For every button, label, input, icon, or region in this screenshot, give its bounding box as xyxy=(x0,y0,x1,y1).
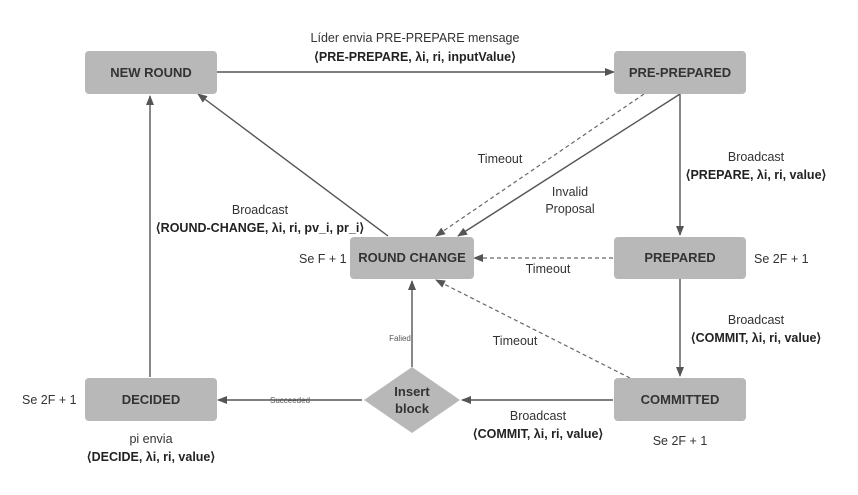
label-decide-message: ⟨DECIDE, λi, ri, value⟩ xyxy=(87,450,216,464)
label-prepare-message: ⟨PREPARE, λi, ri, value⟩ xyxy=(686,168,827,182)
node-round-change: ROUND CHANGE xyxy=(350,237,474,279)
node-pre-prepared-label: PRE-PREPARED xyxy=(629,65,731,80)
label-pre-prepare-message: ⟨PRE-PREPARE, λi, ri, inputValue⟩ xyxy=(314,50,516,64)
label-timeout-committed: Timeout xyxy=(493,334,538,348)
edge-pre-prepared-invalid-proposal xyxy=(457,93,681,237)
label-prepare-broadcast: Broadcast xyxy=(728,150,785,164)
label-succeeded: Succeeded xyxy=(270,396,310,405)
node-insert-block-label-line2: block xyxy=(395,401,430,416)
label-round-change-message: ⟨ROUND-CHANGE, λi, ri, pv_i, pr_i⟩ xyxy=(156,221,365,235)
label-round-change-broadcast: Broadcast xyxy=(232,203,289,217)
condition-decided: Se 2F + 1 xyxy=(22,393,77,407)
node-insert-block: Insert block xyxy=(364,367,460,433)
label-leader-sends: Líder envia PRE-PREPARE mensage xyxy=(311,31,520,45)
node-committed: COMMITTED xyxy=(614,378,746,421)
node-committed-label: COMMITTED xyxy=(641,392,720,407)
label-timeout-prepared: Timeout xyxy=(526,262,571,276)
label-commit-broadcast-right: Broadcast xyxy=(728,313,785,327)
label-pi-sends: pi envia xyxy=(129,432,172,446)
edge-pre-prepared-timeout xyxy=(435,93,645,237)
edge-committed-timeout xyxy=(435,279,631,379)
condition-prepared: Se 2F + 1 xyxy=(754,252,809,266)
node-new-round-label: NEW ROUND xyxy=(110,65,192,80)
node-pre-prepared: PRE-PREPARED xyxy=(614,51,746,94)
edge-round-change-to-new-round xyxy=(197,93,389,237)
label-proposal: Proposal xyxy=(545,202,594,216)
label-commit-message-right: ⟨COMMIT, λi, ri, value⟩ xyxy=(691,331,822,345)
condition-round-change: Se F + 1 xyxy=(299,252,347,266)
label-timeout-pre-prepared: Timeout xyxy=(478,152,523,166)
condition-committed: Se 2F + 1 xyxy=(653,434,708,448)
node-decided-label: DECIDED xyxy=(122,392,181,407)
label-commit-broadcast-bottom: Broadcast xyxy=(510,409,567,423)
node-new-round: NEW ROUND xyxy=(85,51,217,94)
node-decided: DECIDED xyxy=(85,378,217,421)
label-failed: Falied xyxy=(389,334,411,343)
node-prepared-label: PREPARED xyxy=(644,250,715,265)
node-insert-block-label-line1: Insert xyxy=(394,384,430,399)
label-invalid: Invalid xyxy=(552,185,588,199)
node-prepared: PREPARED xyxy=(614,237,746,279)
label-commit-message-bottom: ⟨COMMIT, λi, ri, value⟩ xyxy=(473,427,604,441)
node-round-change-label: ROUND CHANGE xyxy=(358,250,466,265)
